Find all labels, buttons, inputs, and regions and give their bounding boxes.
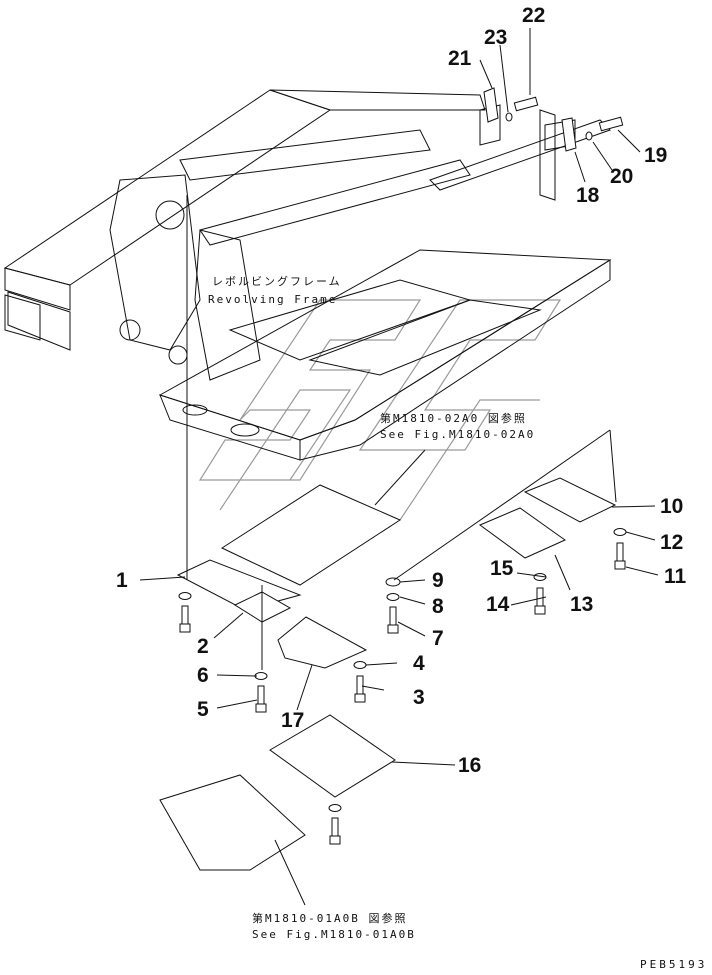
callout-8: 8 [432,595,444,618]
watermark-logo [200,300,560,520]
fasteners [179,88,626,844]
callout-15: 15 [490,557,514,580]
callout-2: 2 [197,635,209,658]
cover-plate-13 [480,508,565,558]
callout-22: 22 [522,4,546,27]
callout-7: 7 [432,627,444,650]
callout-10: 10 [660,495,684,518]
cover-plate-lower [160,775,305,870]
callout-13: 13 [570,593,594,616]
callout-21: 21 [448,47,472,70]
bracket-21 [484,88,498,122]
callout-1: 1 [116,569,128,592]
leader-lines [140,28,658,905]
callout-19: 19 [644,144,668,167]
callout-16: 16 [458,754,482,777]
cover-plate-main [222,485,400,585]
callout-4: 4 [413,652,425,675]
cover-plate-16 [270,715,395,797]
drawing-code: PEB5193 [640,958,708,971]
cover-plate-10 [525,478,615,522]
reference-02a0-en: See Fig.M1810-02A0 [380,428,536,441]
callout-3: 3 [413,686,425,709]
callout-18: 18 [576,184,600,207]
bracket-18 [562,118,576,151]
frame-title-jp: レボルビングフレーム [212,275,342,288]
callout-9: 9 [432,569,444,592]
cover-plate-17 [278,617,366,668]
callout-20: 20 [610,165,634,188]
callout-14: 14 [486,593,510,616]
reference-01a0b-jp: 第M1810-01A0B 図参照 [252,912,408,925]
under-covers [160,478,615,870]
callout-11: 11 [664,565,687,588]
frame-title-en: Revolving Frame [208,293,338,306]
callout-23: 23 [484,26,508,49]
reference-01a0b-en: See Fig.M1810-01A0B [252,928,416,941]
reference-02a0-jp: 第M1810-02A0 図参照 [380,412,527,425]
callout-12: 12 [660,531,684,554]
callout-17: 17 [281,709,305,732]
callout-5: 5 [197,698,209,721]
callout-6: 6 [197,664,209,687]
